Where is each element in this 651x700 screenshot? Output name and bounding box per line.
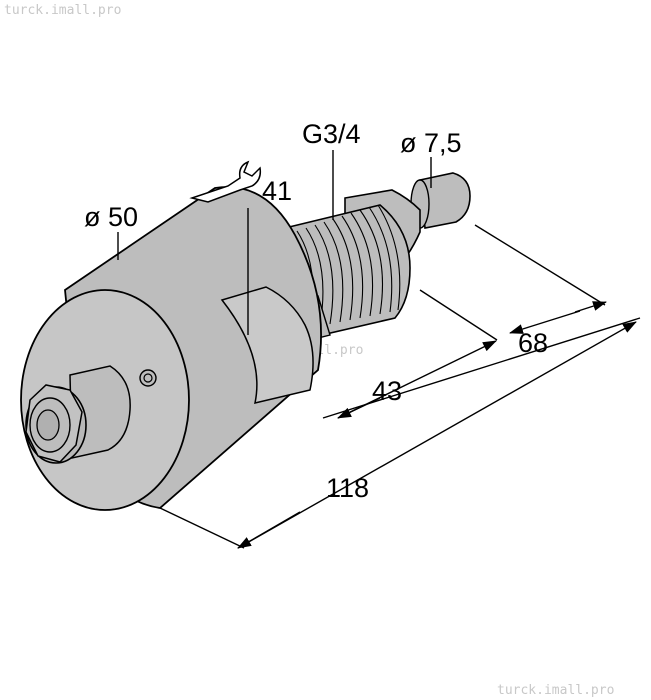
sensor-body	[20, 186, 322, 511]
dimension-43	[337, 289, 498, 419]
dim-label-68: 68	[518, 328, 548, 358]
cable-gland	[25, 365, 131, 464]
wrench-icon	[189, 160, 262, 203]
wrench-flat	[220, 286, 314, 405]
label-wrench-41: 41	[262, 176, 292, 206]
dim-label-43: 43	[372, 376, 402, 406]
label-probe-diameter: ø 7,5	[400, 128, 462, 158]
dimension-118	[159, 321, 637, 549]
vent-screw	[139, 369, 157, 387]
label-thread: G3/4	[302, 119, 361, 149]
label-diameter-50: ø 50	[84, 202, 138, 232]
watermark-bottom: turck.imall.pro	[497, 683, 614, 698]
dim-label-118: 118	[326, 473, 369, 503]
watermark-top: turck.imall.pro	[4, 3, 121, 18]
dimension-68	[322, 224, 641, 419]
